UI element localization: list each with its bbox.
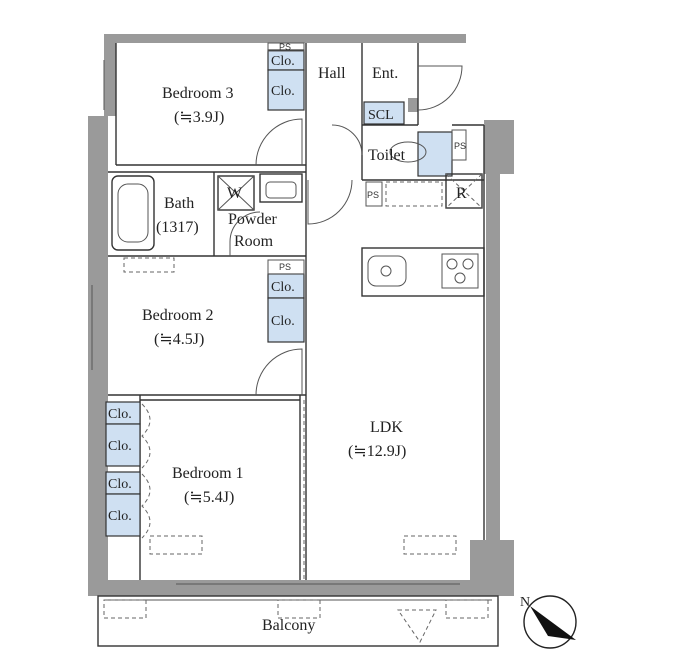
bedroom3-size: (≒3.9J): [174, 109, 224, 126]
scl-label: SCL: [368, 108, 394, 123]
bedroom1-size: (≒5.4J): [184, 489, 234, 506]
closets: [105, 49, 453, 537]
closet-label: Clo.: [108, 407, 132, 422]
closet-label: Clo.: [108, 439, 132, 454]
kitchen-sink-icon: [367, 255, 407, 287]
washer-label: W: [227, 185, 243, 202]
ps-label: PS: [279, 42, 291, 52]
ps-labels: PS PS PS PS: [279, 42, 466, 272]
bathtub-icon: [111, 175, 155, 251]
fridge-label: R: [456, 185, 467, 202]
closet-label: Clo.: [271, 84, 295, 99]
closet-label: Clo.: [271, 280, 295, 295]
powder-room-label-2: Room: [234, 233, 274, 250]
closet-bedroom1-b: [105, 423, 141, 467]
hall-label: Hall: [318, 65, 346, 82]
fridge-icon: [445, 173, 483, 209]
bath-label: Bath: [164, 195, 194, 212]
closet-label: Clo.: [108, 477, 132, 492]
ldk-size: (≒12.9J): [348, 443, 406, 460]
dashed-units: [103, 181, 489, 643]
bedroom2-size: (≒4.5J): [154, 331, 204, 348]
powder-room-label-1: Powder: [228, 211, 278, 228]
door-swings: [229, 65, 463, 396]
closet-label: Clo.: [108, 509, 132, 524]
ps-box-toilet: [451, 129, 467, 161]
toilet-icon: [389, 141, 427, 163]
closet-label: Clo.: [271, 54, 295, 69]
fixtures: [111, 42, 483, 289]
balcony-label: Balcony: [262, 617, 315, 634]
closet-label: Clo.: [271, 314, 295, 329]
entrance-label: Ent.: [372, 65, 398, 82]
compass-north-label: N: [520, 595, 530, 610]
toilet-label: Toilet: [368, 147, 406, 164]
bath-size: (1317): [156, 219, 199, 236]
ps-label: PS: [367, 190, 379, 200]
bedroom3-label: Bedroom 3: [162, 85, 234, 102]
closet-bedroom1-d: [105, 493, 141, 537]
scl-storage: [363, 101, 405, 125]
ps-box-bedroom2: [267, 259, 305, 275]
stove-icon: [441, 253, 479, 289]
washer-icon: [217, 175, 255, 211]
toilet-tank: [417, 131, 453, 177]
closet-bedroom3-b: [267, 69, 305, 111]
bedroom2-label: Bedroom 2: [142, 307, 214, 324]
sink-icon: [259, 173, 303, 203]
room-labels: Bedroom 3 (≒3.9J) Hall Ent. SCL Toilet B…: [142, 65, 467, 634]
bedroom1-label: Bedroom 1: [172, 465, 244, 482]
ps-label: PS: [279, 262, 291, 272]
ldk-label: LDK: [370, 419, 403, 436]
ps-box-bedroom3: [267, 42, 305, 52]
ps-box-hall: [365, 181, 383, 207]
interior-walls: [91, 43, 499, 647]
closet-labels: Clo. Clo. Clo. Clo. Clo. Clo. Clo. Clo.: [108, 54, 295, 524]
ps-label: PS: [454, 141, 466, 151]
closet-bedroom2-b: [267, 297, 305, 343]
compass-arrow-icon: N: [520, 595, 577, 649]
